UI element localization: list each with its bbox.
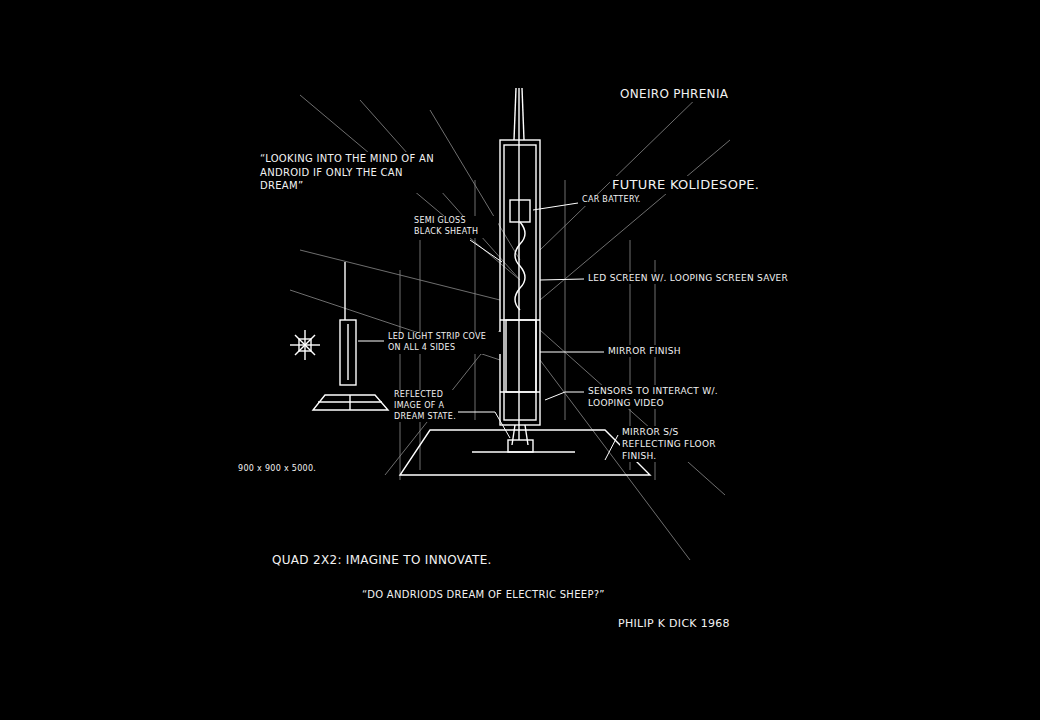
part-label: SEMI GLOSS BLACK SHEATH	[412, 216, 498, 238]
part-label: LED LIGHT STRIP COVE ON ALL 4 SIDES	[386, 332, 502, 354]
quote-note: “LOOKING INTO THE MIND OF AN ANDROID IF …	[258, 152, 444, 193]
sketch-title: ONEIRO PHRENIA	[618, 86, 752, 102]
part-label: LED SCREEN W/. LOOPING SCREEN SAVER	[586, 272, 805, 284]
project-label: QUAD 2X2: IMAGINE TO INNOVATE.	[270, 552, 554, 568]
part-label: SENSORS TO INTERACT W/. LOOPING VIDEO	[586, 385, 750, 409]
author-label: PHILIP K DICK 1968	[616, 617, 770, 632]
part-label: REFLECTED IMAGE OF A DREAM STATE.	[392, 390, 458, 422]
part-label: MIRROR FINISH	[606, 345, 720, 357]
quote-note: “DO ANDRIODS DREAM OF ELECTRIC SHEEP?”	[360, 588, 694, 602]
dimension-label: 900 x 900 x 5000.	[236, 464, 360, 475]
part-label: CAR BATTERY.	[580, 195, 646, 206]
part-label: MIRROR S/S REFLECTING FLOOR FINISH.	[620, 426, 729, 462]
heading-note: FUTURE KOLIDESOPE.	[610, 176, 814, 194]
